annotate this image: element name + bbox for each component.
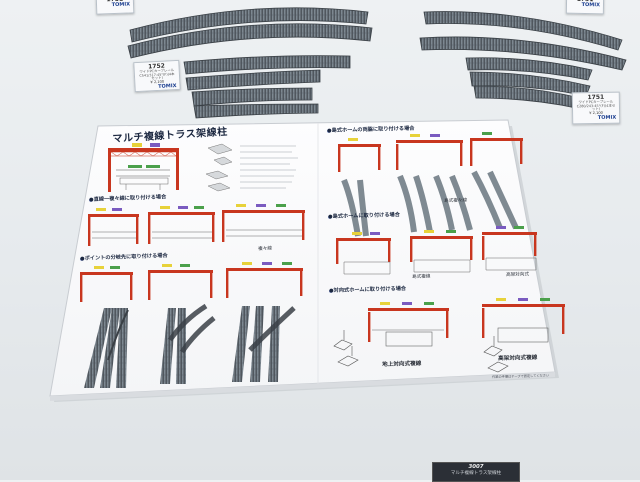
right-product-tag: 1751 ワイドPCカーブレール C280/243-45°(F)(4本セット) … bbox=[571, 91, 621, 125]
plate-product-number: 3007 bbox=[468, 464, 484, 470]
caption-double-track: 複々線 bbox=[258, 246, 272, 252]
curved-track-piece bbox=[465, 57, 593, 81]
brand-logo: TOMIX bbox=[111, 1, 131, 9]
right-top-product-tag: 1751 TOMIX bbox=[565, 0, 605, 15]
left-product-tag: 1752 ワイドPCカーブレール C541/317-45°(F)(4本セット) … bbox=[133, 59, 181, 93]
parts-illustrations bbox=[205, 143, 298, 192]
brand-logo: TOMIX bbox=[158, 82, 177, 90]
caption-elevated-island: 高架対向式 bbox=[506, 272, 530, 278]
curved-track-piece bbox=[423, 11, 623, 51]
caption-ground-opposed: 地上対向式複線 bbox=[382, 360, 422, 368]
island-platform-side-diagrams bbox=[338, 132, 523, 237]
curved-track-piece bbox=[185, 69, 321, 91]
curved-track-piece bbox=[129, 7, 369, 43]
curved-track-piece bbox=[191, 87, 313, 107]
brand-logo: TOMIX bbox=[581, 2, 601, 9]
curved-track-piece bbox=[127, 23, 373, 59]
caption-island-platform-wide: 島式複線 bbox=[412, 274, 431, 280]
section-bullets bbox=[80, 129, 333, 293]
island-platform-diagrams bbox=[336, 226, 537, 275]
caption-island-platform: 島式複々線 bbox=[444, 198, 468, 204]
left-top-product-tag: 1751 TOMIX bbox=[95, 0, 135, 15]
catenary-diagram-turnout bbox=[80, 262, 303, 302]
plate-product-name: マルチ複線トラス架線柱 bbox=[450, 470, 502, 476]
product-name-plate: 3007 マルチ複線トラス架線柱 bbox=[432, 462, 520, 482]
curved-track-piece bbox=[183, 55, 351, 75]
caption-elevated-opposed: 高架対向式複線 bbox=[498, 354, 538, 362]
right-track-cluster bbox=[419, 11, 627, 109]
turnout-track-drawings bbox=[84, 303, 296, 388]
catenary-diagram-top bbox=[108, 143, 179, 192]
brand-logo: TOMIX bbox=[597, 114, 617, 121]
board-edge bbox=[50, 372, 555, 401]
left-track-cluster bbox=[127, 7, 373, 119]
catenary-diagram-double-track bbox=[88, 204, 305, 246]
curved-track-piece bbox=[419, 36, 627, 71]
curved-track-piece bbox=[193, 103, 319, 119]
opposed-platform-diagrams bbox=[333, 298, 565, 373]
curved-track-piece bbox=[469, 71, 591, 97]
